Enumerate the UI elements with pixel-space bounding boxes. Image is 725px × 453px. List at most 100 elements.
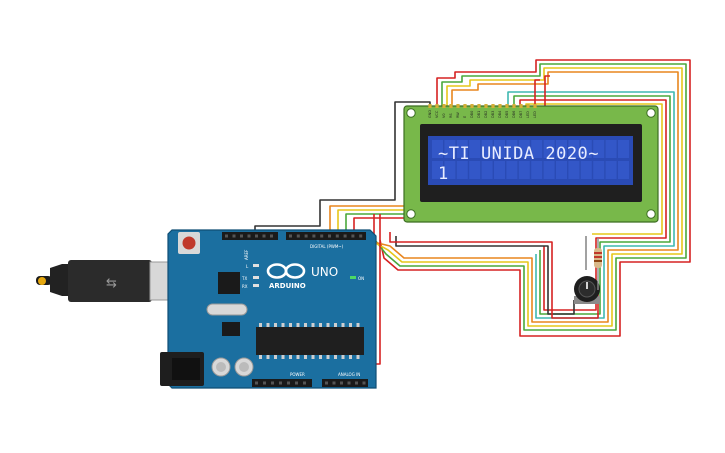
pin-hole[interactable] [287,381,290,385]
lcd-pin-2[interactable] [435,104,439,108]
reset-button[interactable] [182,236,196,250]
lcd-pin-14[interactable] [519,104,523,108]
chip-pin [289,323,292,327]
pin-hole[interactable] [271,381,274,385]
pin-hole[interactable] [335,234,339,238]
l-label: L [246,264,249,269]
atmega-pins [259,323,360,359]
pin-hole[interactable] [340,381,343,385]
pin-hole[interactable] [332,381,336,385]
wire-yellow-1[interactable] [369,67,683,327]
lcd-cell [618,140,629,158]
resistor-band-3 [594,260,602,262]
lcd-cell [444,140,456,158]
wire-red-8[interactable] [389,232,599,319]
resistor[interactable] [594,238,602,290]
lcd-pin-label: DB3 [491,111,495,118]
lcd-pin-label: GND [428,110,432,118]
lcd-pin-label: DB1 [477,111,481,118]
wire-red-4[interactable] [544,75,550,106]
lcd-pin-16[interactable] [533,104,537,108]
lcd-pin-15[interactable] [526,104,530,108]
lcd-pin-10[interactable] [491,104,495,108]
pin-hole[interactable] [263,381,266,385]
chip-pin [304,355,307,359]
chip-pin [349,355,352,359]
pin-hole[interactable] [359,234,363,238]
lcd-cell [605,140,617,158]
chip-pin [296,323,300,327]
digital-label: DIGITAL (PWM~) [310,244,344,249]
pin-hole[interactable] [295,381,298,385]
lcd-cell [568,161,580,179]
lcd-pin-13[interactable] [512,104,516,108]
lcd-pin-7[interactable] [470,104,474,108]
lcd-pin-1[interactable] [428,104,432,108]
lcd-pin-11[interactable] [498,104,502,108]
pin-hole[interactable] [351,234,355,238]
pin-hole[interactable] [247,234,251,238]
arduino-uno[interactable]: ⇆ AREF DIGITAL (PWM~) L TX RX ARDUINO UN… [36,229,377,389]
chip-pin [296,355,300,359]
chip-pin [304,323,307,327]
lcd-pin-3[interactable] [442,104,446,108]
rx-label: RX [242,284,248,289]
pin-hole[interactable] [304,234,308,238]
digital-header-2[interactable] [286,232,366,240]
lcd-pin-4[interactable] [449,104,453,108]
lcd-pin-12[interactable] [505,104,509,108]
wire-orange-1[interactable] [364,71,679,323]
pin-hole[interactable] [303,381,306,385]
lcd-char-grid [432,140,629,179]
pin-hole[interactable] [355,381,358,385]
usb-cable-strain-relief [50,264,70,296]
lcd-cell [469,140,481,158]
pin-hole[interactable] [255,381,258,385]
pin-hole[interactable] [262,234,266,238]
lcd-cell [531,140,543,158]
lcd-cell [543,161,555,179]
wire-red-3[interactable] [534,79,540,106]
wire-black-2[interactable] [395,236,575,315]
on-led [350,276,356,279]
small-ic [222,322,240,336]
analog-header[interactable] [322,379,368,387]
pin-hole[interactable] [270,234,273,238]
usb-cable[interactable]: ⇆ [36,260,179,302]
wire-red-1[interactable] [379,59,691,337]
wire-yellow-2[interactable] [525,103,663,235]
lcd-pin-9[interactable] [484,104,488,108]
chip-pin [349,323,352,327]
pin-hole[interactable] [225,234,228,238]
lcd-pin-8[interactable] [477,104,481,108]
pin-hole[interactable] [320,234,324,238]
pin-hole[interactable] [325,381,328,385]
chip-pin [274,323,277,327]
power-label: POWER [290,372,305,377]
pin-hole[interactable] [240,234,243,238]
pin-hole[interactable] [312,234,316,238]
lcd-pin-5[interactable] [456,104,460,108]
wire-black-1[interactable] [254,101,431,250]
pin-hole[interactable] [328,234,331,238]
pin-hole[interactable] [362,381,366,385]
chip-pin [341,355,345,359]
pin-hole[interactable] [347,381,351,385]
pin-hole[interactable] [343,234,347,238]
lcd-cell [481,140,493,158]
pin-hole[interactable] [255,234,258,238]
wire-green-1[interactable] [374,63,687,331]
lcd-cell [456,140,468,158]
pin-hole[interactable] [232,234,236,238]
lcd-pin-6[interactable] [463,104,467,108]
lcd-cell [593,161,605,179]
potentiometer[interactable] [574,276,600,304]
pin-hole[interactable] [289,234,292,238]
lcd-cell [432,161,443,179]
pin-hole[interactable] [279,381,282,385]
analog-label: ANALOG IN [338,372,360,377]
pin-hole[interactable] [296,234,300,238]
